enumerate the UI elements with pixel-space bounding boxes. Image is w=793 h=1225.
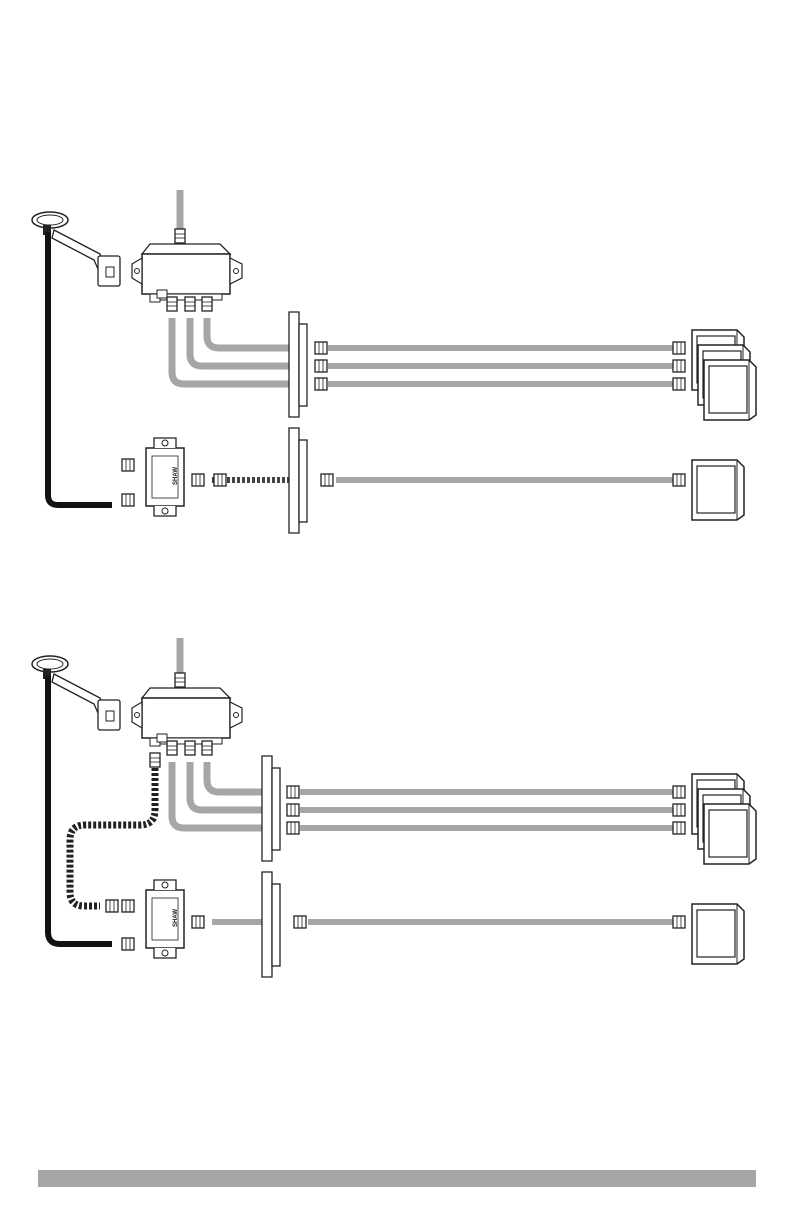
tv-icon	[692, 460, 744, 520]
multiswitch-icon	[132, 688, 242, 744]
wall-plate-icon	[262, 872, 280, 977]
splitter-brand: SHAW	[173, 909, 179, 927]
tv-icon	[704, 360, 756, 420]
connector-output-2	[185, 297, 195, 311]
splitter-brand: SHAW	[173, 467, 179, 485]
connector-feed-top	[175, 229, 185, 243]
diagram-bottom: SHAW	[32, 638, 756, 977]
multiswitch-icon	[132, 244, 242, 300]
connector-output-3	[202, 297, 212, 311]
diagram-top: SHAW	[32, 190, 756, 533]
connector-output-1	[167, 297, 177, 311]
tv-icon	[704, 804, 756, 864]
wall-plate-icon	[262, 756, 280, 861]
tv-icon	[692, 904, 744, 964]
footer-bar	[38, 1170, 756, 1187]
coax-multiswitch-to-splitter	[70, 768, 155, 906]
wall-plate-icon	[289, 312, 307, 417]
wall-plate-icon	[289, 428, 307, 533]
